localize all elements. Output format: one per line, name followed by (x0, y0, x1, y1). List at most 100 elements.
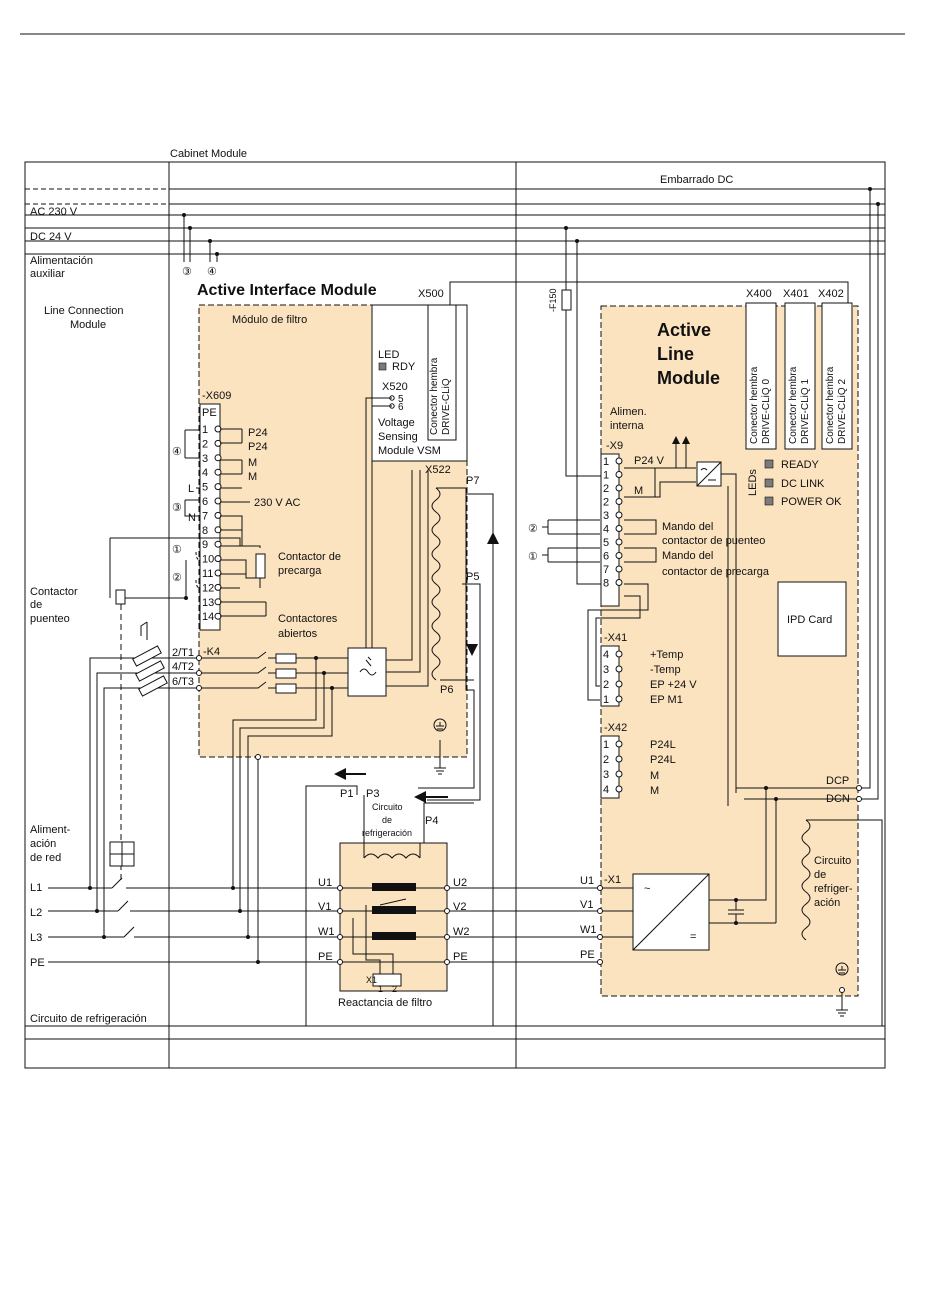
x609-pe: PE (202, 407, 217, 419)
marker-3-top: ③ (182, 266, 192, 278)
x609-terminal-num: 13 (202, 597, 214, 609)
x9-terminal-num: 3 (603, 510, 609, 522)
x609-terminal-num: 8 (202, 525, 208, 537)
x402-label: X402 (818, 288, 844, 300)
x9-terminal-num: 4 (603, 524, 609, 536)
alm-cooling-2: de (814, 869, 826, 881)
x609-terminal-screw (214, 540, 222, 548)
vsm-label-2: Sensing (378, 431, 418, 443)
alm-cooling-1: Circuito (814, 855, 851, 867)
powerok-label: POWER OK (781, 496, 842, 508)
x609-terminal-num: 12 (202, 582, 214, 594)
x9-terminal-screw (615, 457, 623, 465)
x609-terminal-screw (214, 583, 222, 591)
x609-terminal-num: 5 (202, 482, 208, 494)
x9-terminal-screw (615, 471, 623, 478)
bypass-contactor-label-2: de (30, 599, 42, 611)
cliq-socket-2 (821, 302, 853, 450)
x609-terminal-screw (214, 497, 222, 505)
reactor-u1: U1 (318, 877, 332, 889)
x609-terminal-num: 1 (202, 424, 208, 436)
x42-p24l-2: P24L (650, 754, 676, 766)
fuse-f150 (561, 289, 572, 311)
t3-label: 6/T3 (172, 676, 194, 688)
x9-terminal-num: 8 (603, 578, 609, 590)
x9-terminal-screw (615, 565, 623, 573)
x520-6: 6 (398, 402, 404, 413)
vsm-label-3: Module VSM (378, 445, 441, 457)
cliq-socket-1 (784, 302, 816, 450)
ready-led (764, 459, 774, 469)
rdy-label: RDY (392, 361, 416, 373)
alm-title-2: Line (657, 344, 694, 364)
reactor-title: Reactancia de filtro (338, 997, 432, 1009)
x609-terminal-num: 14 (202, 611, 214, 623)
x42-block (600, 735, 620, 799)
t1-label: 2/T1 (172, 647, 194, 659)
bypass-cmd-1: Mando del (662, 521, 713, 533)
f150-label: -F150 (548, 288, 558, 312)
x42-terminal-num: 3 (603, 769, 609, 781)
alm-w1: W1 (580, 924, 597, 936)
x42-terminal-screw (615, 770, 623, 778)
reactor-cooling-2: de (382, 815, 392, 825)
x9-terminal-screw (615, 525, 623, 532)
open-contactors-1: Contactores (278, 613, 338, 625)
n-label: N (188, 512, 196, 524)
internal-supply-2: interna (610, 420, 645, 432)
x609-terminal-screw (214, 483, 222, 491)
p7-label: P7 (466, 475, 479, 487)
cliq1-line1: Conector hembra (788, 366, 799, 444)
precharge-contactor-2: precarga (278, 565, 322, 577)
reactor-p4: P4 (425, 815, 438, 827)
x41-epm1: EP M1 (650, 694, 683, 706)
precharge-contactor-1: Contactor de (278, 551, 341, 563)
marker-3-x609: ③ (172, 502, 182, 514)
x41-terminal-screw (615, 680, 623, 688)
dcp-label: DCP (826, 775, 849, 787)
x41-temp-minus: -Temp (650, 664, 681, 676)
vsm-cliq-text-2: DRIVE-CLiQ (441, 378, 452, 435)
converter-dc: = (690, 931, 696, 943)
x41-terminal-num: 1 (603, 694, 609, 706)
voltage-sensing-block (347, 647, 387, 697)
reactor-w2: W2 (453, 926, 470, 938)
x522-label: X522 (425, 464, 451, 476)
x9-terminal-screw (615, 498, 623, 505)
x9-terminal-screw (615, 579, 623, 586)
marker-1-x609: ① (172, 544, 182, 556)
x41-temp-plus: +Temp (650, 649, 683, 661)
x9-p24v: P24 V (634, 455, 665, 467)
marker-4-top: ④ (207, 266, 217, 278)
rdy-led (378, 362, 387, 371)
reactor-pe-right: PE (453, 951, 468, 963)
open-contactors-2: abiertos (278, 628, 318, 640)
x42-terminal-num: 2 (603, 754, 609, 766)
cliq1-line2: DRIVE-CLiQ 1 (800, 379, 811, 444)
alm-v1: V1 (580, 899, 593, 911)
x41-terminal-num: 2 (603, 679, 609, 691)
ac230-term-label: 230 V AC (254, 497, 301, 509)
reactor-p3: P3 (366, 788, 379, 800)
aux-supply-label-2: auxiliar (30, 268, 65, 280)
p24-a-label: P24 (248, 427, 268, 439)
x9-terminal-num: 5 (603, 537, 609, 549)
marker-2-alm: ② (528, 523, 538, 535)
bypass-contactor-label-3: puenteo (30, 613, 70, 625)
reactor-x1-1: 1 (378, 984, 383, 994)
x9-terminal-screw (615, 538, 623, 546)
x401-label: X401 (783, 288, 809, 300)
x400-label: X400 (746, 288, 772, 300)
bypass-cmd-2: contactor de puenteo (662, 535, 765, 547)
line-l1: L1 (30, 882, 42, 894)
dc24-label: DC 24 V (30, 231, 72, 243)
reactor-v1: V1 (318, 901, 331, 913)
ipd-card-label: IPD Card (787, 614, 832, 626)
x9-terminal-screw (615, 511, 623, 519)
x609-terminal-screw (214, 468, 222, 476)
dclink-label: DC LINK (781, 478, 825, 490)
x9-label: -X9 (606, 440, 623, 452)
x9-terminal-num: 2 (603, 497, 609, 509)
alm-title-3: Module (657, 368, 720, 388)
ipd-card (777, 581, 847, 657)
